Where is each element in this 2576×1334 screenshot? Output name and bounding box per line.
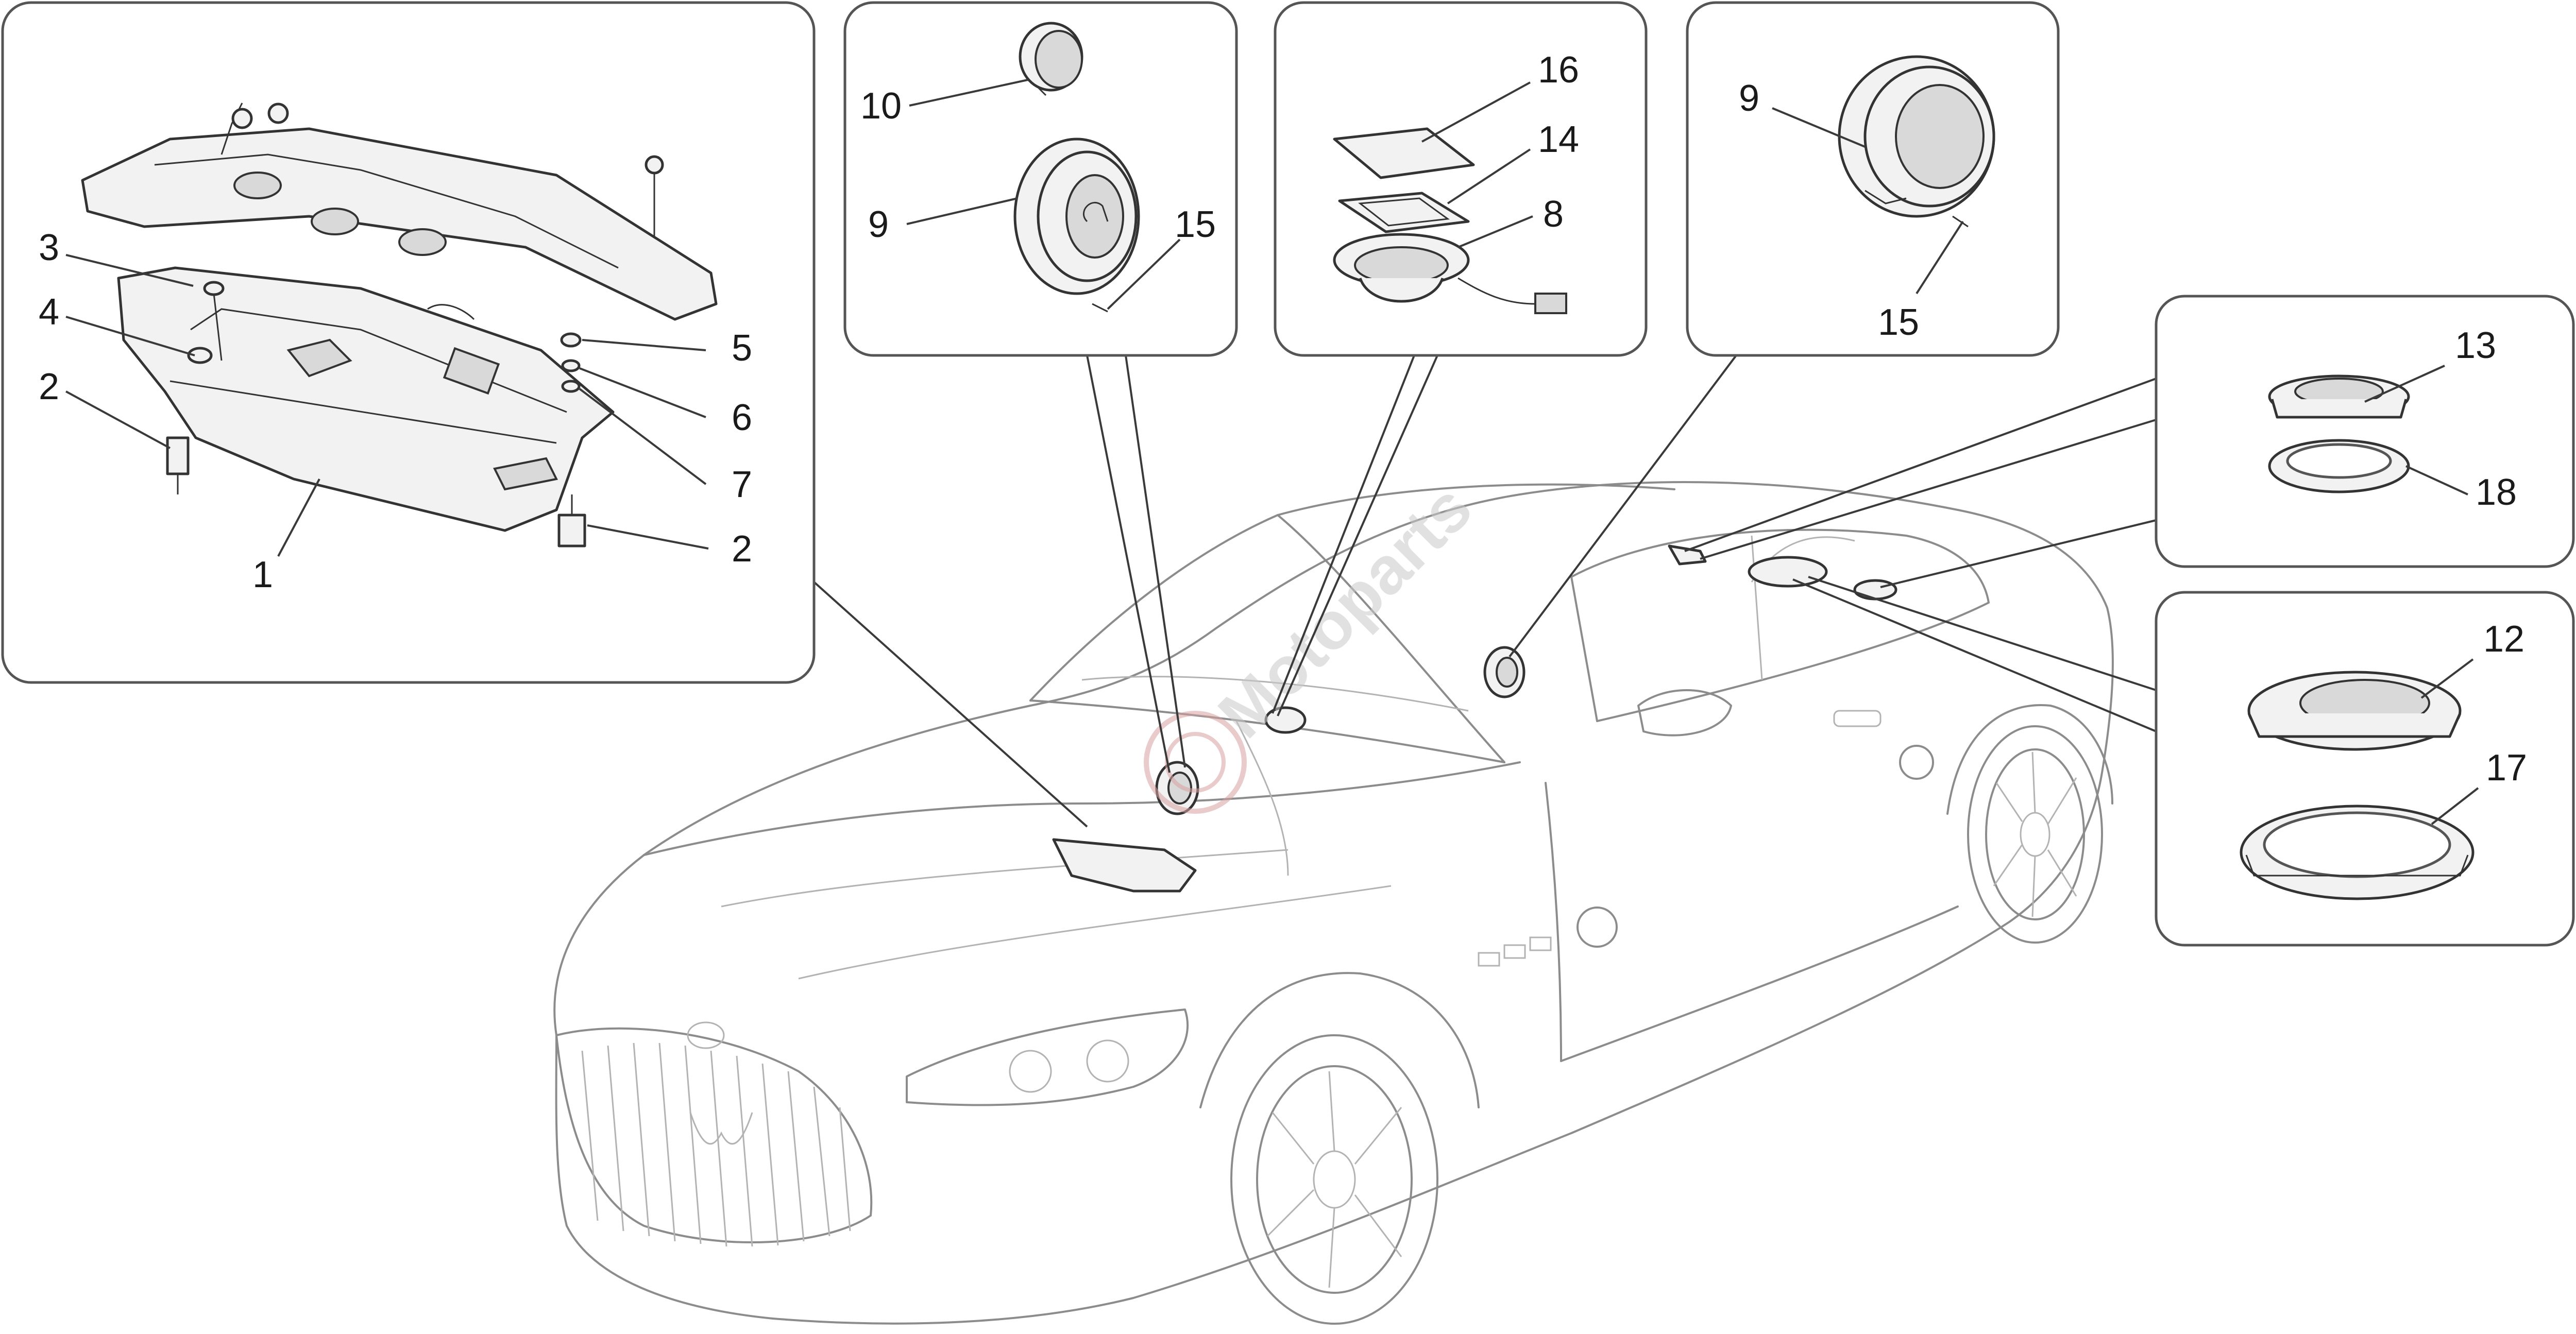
callout-16: 16 [1538,49,1579,91]
callout-13: 13 [2455,325,2496,366]
callout-5: 5 [732,328,752,369]
leader-lines [813,354,2157,828]
callout-7: 7 [732,464,752,505]
callout-6: 6 [732,397,752,438]
installed-dash-tweeter [1264,706,1307,734]
callout-12: 12 [2483,619,2524,660]
watermark-text: Motoparts [1204,470,1486,752]
car-outline [553,481,2114,1325]
panel-pillar-speaker: 9 15 [1686,1,2060,357]
callout-1: 1 [252,554,273,595]
callout-9-pillar: 9 [1739,78,1759,119]
callout-18: 18 [2476,472,2517,513]
installed-amplifier [1052,838,1197,893]
callout-17: 17 [2486,747,2527,789]
panel-front-speakers: 10 9 15 [843,1,1238,357]
panel-amplifier: 3 4 2 1 5 6 7 2 [1,1,816,684]
callout-2-left: 2 [39,366,59,407]
panel-rear-tweeter: 13 18 [2155,295,2575,568]
callout-14: 14 [1538,119,1579,160]
panel-dash-speaker: 16 14 8 [1274,1,1648,357]
callout-10: 10 [860,85,902,127]
panel-rear-speaker: 12 17 [2155,591,2575,947]
installed-right-pillar-speaker [1483,646,1526,698]
callout-15-front: 15 [1175,204,1216,245]
callout-9-front: 9 [868,204,889,245]
callout-4: 4 [39,292,59,333]
callout-2-right: 2 [732,528,752,570]
callout-15-pillar: 15 [1878,302,1919,343]
callout-3: 3 [39,227,59,268]
installed-rear-speakers [1668,544,1897,601]
callout-8: 8 [1543,194,1564,235]
